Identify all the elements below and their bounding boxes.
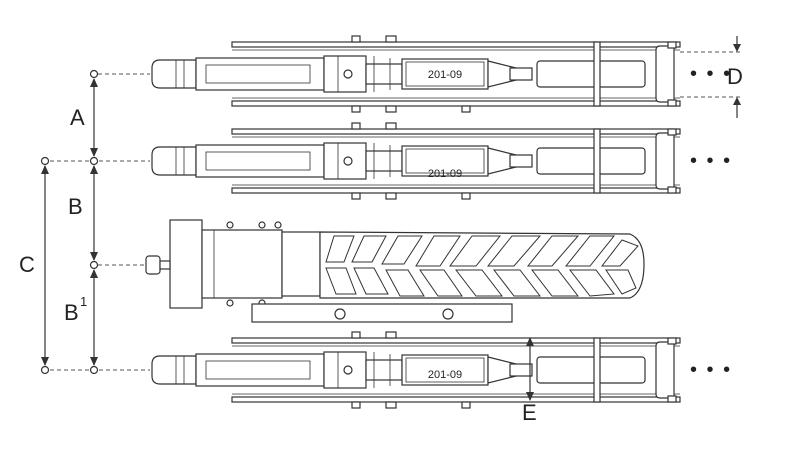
unit-3-label: 201-09 [428, 369, 462, 381]
shaft-housing [201, 229, 283, 299]
dimension-lines: A B B 1 C D E [19, 36, 743, 425]
unit-1-label: 201-09 [428, 69, 462, 81]
ref-point-b1 [89, 260, 99, 270]
clamp-unit-2: 201-09 • • • [151, 122, 732, 200]
dim-d-label: D [727, 64, 743, 89]
unit-2-continuation: • • • [690, 150, 732, 172]
ref-point-c-top [40, 156, 50, 166]
unit-2-label: 201-09 [428, 168, 462, 180]
ref-point-a [89, 69, 99, 79]
unit-1-continuation: • • • [690, 63, 732, 85]
dim-a-label: A [70, 105, 85, 130]
clamp-unit-1: 201-09 • • • [151, 35, 732, 113]
tire-assembly [145, 219, 645, 323]
dim-c-label: C [19, 252, 35, 277]
tire-tread [325, 235, 639, 297]
ref-point-e [89, 365, 99, 375]
end-plate [169, 219, 203, 309]
dim-b1-label: B [64, 300, 79, 325]
dim-e-label: E [522, 400, 537, 425]
hub-cap [145, 255, 161, 275]
clamp-unit-3: 201-09 • • • [151, 331, 732, 409]
ref-point-c-bottom [40, 365, 50, 375]
unit-3-continuation: • • • [690, 359, 732, 381]
dim-b-label: B [68, 194, 83, 219]
dim-b1-superscript: 1 [80, 294, 87, 309]
ref-point-b [89, 156, 99, 166]
